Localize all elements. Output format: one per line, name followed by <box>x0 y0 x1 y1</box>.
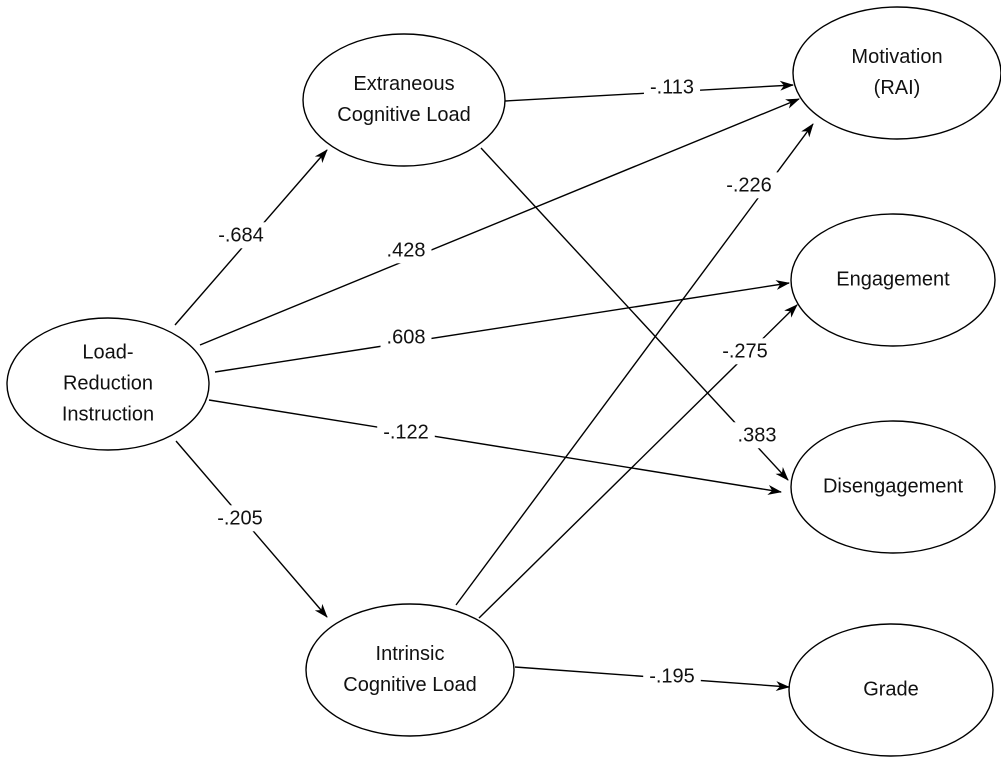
node-ellipse <box>788 623 994 757</box>
edge-coefficient-label: -.205 <box>217 507 263 529</box>
edge-arrow <box>214 280 790 373</box>
edge-ecl-mot: -.113 <box>504 74 794 102</box>
edge-label-background <box>211 505 269 532</box>
edge-arrow <box>455 123 814 606</box>
node-ellipse <box>790 420 996 554</box>
node-label-line: Grade <box>863 678 919 700</box>
edge-coefficient-label: -.195 <box>649 665 695 687</box>
node-grd: Grade <box>788 623 994 757</box>
edge-lri-mot: .428 <box>199 98 800 346</box>
node-label-line: Instruction <box>62 403 154 425</box>
node-mot: Motivation (RAI) <box>792 6 1001 140</box>
edge-lri-eng: .608 <box>214 280 790 373</box>
edge-coefficient-label: -.226 <box>726 174 772 196</box>
edge-label-background <box>377 419 435 446</box>
node-ellipse <box>305 603 515 737</box>
edge-arrow <box>208 399 782 495</box>
edge-coefficient-label: .608 <box>387 326 426 348</box>
edge-coefficient-label: -.122 <box>383 421 429 443</box>
edge-arrow <box>199 98 800 346</box>
edge-lri-icl: -.205 <box>175 440 328 618</box>
edge-label-background <box>212 222 270 249</box>
edge-label-background <box>380 237 432 264</box>
node-eng: Engagement <box>790 213 996 347</box>
node-label-line: Motivation <box>851 46 942 68</box>
edge-coefficient-label: -.275 <box>722 340 768 362</box>
node-ellipse <box>6 317 210 451</box>
edge-label-background <box>380 324 432 351</box>
node-dis: Disengagement <box>790 420 996 554</box>
edge-coefficient-label: .383 <box>738 424 777 446</box>
node-ellipse <box>302 33 506 167</box>
edge-label-background <box>643 74 701 101</box>
edge-ecl-dis: .383 <box>480 147 789 481</box>
edge-coefficient-label: -.113 <box>650 76 694 98</box>
edge-label-background <box>720 172 778 199</box>
node-ellipse <box>790 213 996 347</box>
node-label-line: Engagement <box>836 268 950 290</box>
edge-icl-grd: -.195 <box>514 663 790 692</box>
node-label-line: Load- <box>82 341 133 363</box>
edge-coefficient-label: .428 <box>387 239 426 261</box>
node-label-line: (RAI) <box>874 77 921 99</box>
edge-icl-eng: -.275 <box>478 304 798 619</box>
edge-label-background <box>731 422 783 449</box>
edge-icl-mot: -.226 <box>455 123 814 606</box>
node-label-line: Cognitive Load <box>343 674 476 696</box>
node-ellipse <box>792 6 1001 140</box>
node-label-line: Disengagement <box>823 475 964 497</box>
node-label-line: Intrinsic <box>376 643 445 665</box>
edge-coefficient-label: -.684 <box>218 224 264 246</box>
edge-lri-dis: -.122 <box>208 399 782 495</box>
edge-lri-ecl: -.684 <box>174 149 328 326</box>
node-label-line: Cognitive Load <box>337 104 470 126</box>
edge-label-background <box>716 338 774 365</box>
edge-label-background <box>643 663 701 690</box>
node-label-line: Reduction <box>63 372 153 394</box>
node-label-line: Extraneous <box>353 73 454 95</box>
